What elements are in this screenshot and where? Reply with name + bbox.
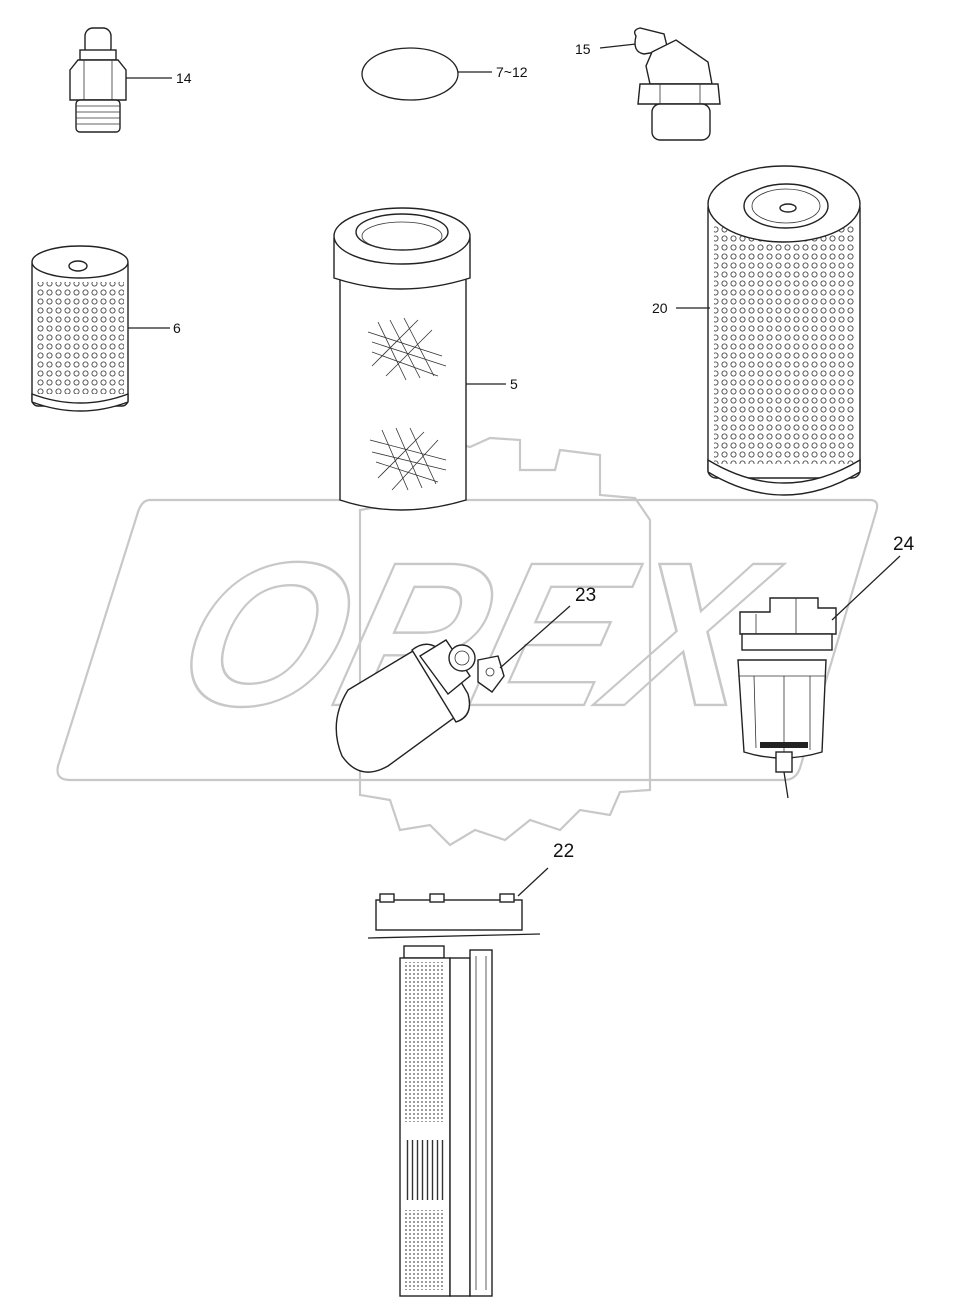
part-5-air-filter	[333, 207, 506, 511]
callout-14: 14	[176, 70, 192, 86]
part-20-hydraulic-filter	[676, 165, 861, 496]
part-14-grease-nipple	[69, 27, 172, 133]
callout-15: 15	[575, 41, 591, 57]
callout-23: 23	[575, 585, 596, 606]
part-22-tank-filter	[367, 867, 549, 1297]
air-filter-mesh-lower	[369, 427, 447, 491]
watermark-badge	[56, 498, 879, 782]
callout-20: 20	[652, 300, 668, 316]
part-7-12-o-ring	[361, 47, 492, 101]
callout-6: 6	[173, 320, 181, 336]
part-15-angle-grease-nipple	[599, 27, 721, 141]
watermark-text: OPEX	[158, 521, 796, 749]
callout-7-12: 7~12	[496, 64, 528, 80]
callout-22: 22	[553, 841, 574, 862]
watermark-logo: OPEX	[56, 436, 879, 847]
callout-5: 5	[510, 376, 518, 392]
part-24-water-separator	[737, 555, 901, 799]
air-filter-mesh-upper	[367, 317, 447, 381]
watermark-gear	[358, 436, 652, 847]
callout-24: 24	[893, 534, 915, 555]
part-23-fuel-filter	[335, 605, 571, 773]
part-6-filter-element	[31, 245, 170, 412]
